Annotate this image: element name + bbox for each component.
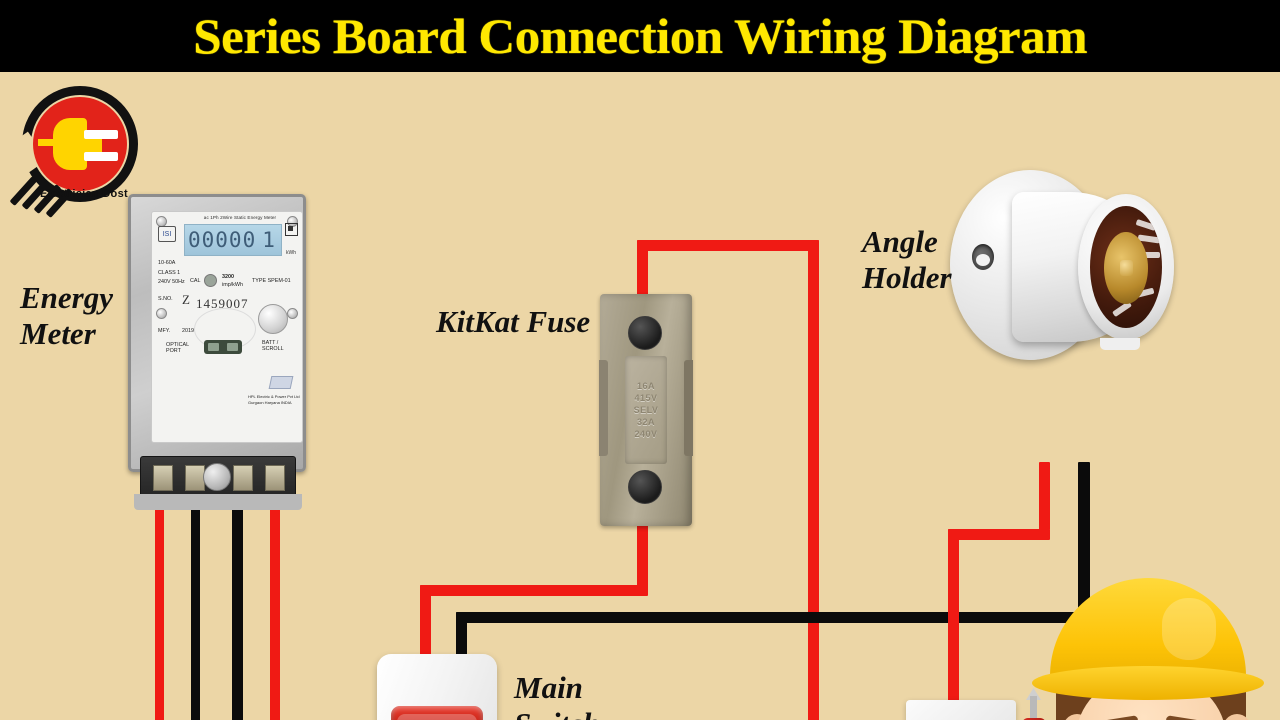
fuse-screw-bottom[interactable] [628,470,662,504]
meter-terminal-2[interactable] [185,465,205,491]
meter-optical-port-label: OPTICAL PORT [166,342,190,354]
meter-top-text: ac 1Ph 2Wire Static Energy Meter [203,215,277,220]
main-switch-device[interactable] [377,654,497,720]
main-switch-indicator [391,706,483,720]
wall-switch-plate [906,700,1016,720]
meter-type-label: TYPE SPEM-01 [252,278,291,284]
fuse-rating-plate: 16A 415V SELV 32A 240V [625,356,667,464]
meter-lcd-display: 00000 1 [184,224,282,256]
mascot-hardhat-brim [1032,666,1264,700]
fuse-rating-voltage2: 240V [634,429,658,439]
label-main-switch: Main Switch [514,670,600,720]
fuse-rating-current: 16A [636,381,655,391]
meter-class: CLASS 1 [158,270,181,276]
screwdriver-shaft-icon [1030,696,1037,720]
meter-knob[interactable] [258,304,288,334]
meter-serial-prefix: Z [182,292,191,307]
meter-buttons[interactable] [204,340,242,354]
wire-meter-neutral-2 [232,482,243,720]
meter-batt-scroll-label: BATT / SCROLL [262,340,284,352]
plug-pin-bottom-icon [84,152,118,161]
meter-lcd-suffix: 1 [262,228,276,252]
wire-meter-neutral-1 [191,482,200,720]
fuse-screw-top[interactable] [628,316,662,350]
mascot-ear-right [1222,714,1252,720]
wire-switch-to-fuse-v2 [637,520,648,596]
holder-socket [1090,206,1162,328]
angle-holder-device[interactable] [950,162,1180,392]
meter-maker-text: HPL Electric & Power Pvt Ltd Gurgaon Har… [248,394,300,405]
wire-meter-live-1 [155,482,164,720]
meter-serial-label: S.NO. [158,296,173,302]
label-kitkat-fuse: KitKat Fuse [436,304,591,339]
wire-holder-live-left [948,529,1050,540]
meter-voltage: 240V 50Hz [158,279,185,285]
meter-cal-label: CAL [190,278,201,284]
meter-lcd-value: 00000 [188,228,257,252]
wire-neutral-bus-v [456,612,467,674]
meter-screw-bl [156,308,167,319]
holder-bottom-tab [1100,338,1140,350]
meter-terminal-block[interactable] [140,456,296,500]
meter-face: ac 1Ph 2Wire Static Energy Meter ISI 000… [151,211,303,443]
meter-mfy-label: MFY. [158,328,171,334]
holder-center-pin [1120,260,1133,276]
meter-lcd-unit: kWh [286,250,296,256]
meter-mfy-value: 2019 [182,328,194,334]
meter-terminal-4[interactable] [265,465,285,491]
wire-fuse-top-right [637,240,819,251]
meter-square-icon [285,223,298,236]
electrician-mascot [1010,578,1280,720]
wall-switch-device[interactable] [906,700,1016,720]
page-title: Series Board Connection Wiring Diagram [193,8,1087,64]
isi-mark-icon: ISI [158,226,176,242]
fuse-rating-current2: 32A [636,417,655,427]
wire-holder-live-to-switch [948,529,959,720]
screwdriver-handle-icon [1022,718,1046,720]
title-bar: Series Board Connection Wiring Diagram [0,0,1280,72]
plug-pin-top-icon [84,130,118,139]
wire-neutral-bus-h [456,612,1080,623]
wire-holder-live-down [1039,462,1050,530]
meter-cal-led [204,274,217,287]
main-switch-body [377,654,497,720]
meter-imp-label: 3200 [222,274,234,280]
meter-screw-br [287,308,298,319]
diagram-canvas: Electrician Dost [0,72,1280,720]
plug-cord-icon [38,139,58,146]
energy-meter-device[interactable]: ac 1Ph 2Wire Static Energy Meter ISI 000… [120,194,316,514]
meter-terminal-screw[interactable] [203,463,231,491]
holder-mount-hole-left [972,244,994,270]
meter-imp-unit: imp/kWh [222,282,243,288]
brand-logo [6,82,148,218]
fuse-notch-left [599,360,608,456]
wire-meter-live-2 [270,482,280,720]
wire-switch-to-fuse-h [420,585,642,596]
plug-neck-icon [80,134,102,154]
wire-live-riser-down [808,240,819,720]
fuse-brand: SELV [633,405,659,415]
meter-terminal-3[interactable] [233,465,253,491]
meter-terminal-1[interactable] [153,465,173,491]
meter-serial-value: 1459007 [196,296,249,311]
meter-case: ac 1Ph 2Wire Static Energy Meter ISI 000… [128,194,306,472]
fuse-rating-voltage: 415V [634,393,658,403]
wire-switch-to-fuse-v1b [420,585,431,660]
label-angle-holder: Angle Holder [862,224,952,295]
kitkat-fuse-device[interactable]: 16A 415V SELV 32A 240V [599,294,693,526]
fuse-notch-right [684,360,693,456]
meter-rating: 10-60A [158,260,176,266]
meter-maker-logo-icon [268,376,294,389]
mascot-ear-left [1062,714,1092,720]
label-energy-meter: Energy Meter [20,280,113,351]
wire-fuse-top-up [637,240,648,302]
meter-base [134,494,302,510]
logo-brand-name: Electrician Dost [40,188,128,200]
